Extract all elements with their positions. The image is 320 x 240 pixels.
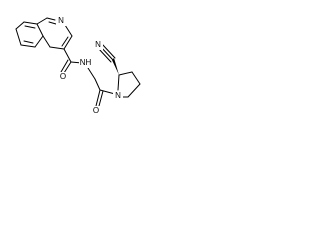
bond — [61, 36, 69, 47]
bonds — [15, 17, 141, 107]
label-mask — [113, 91, 123, 101]
bond — [48, 21, 57, 25]
bond — [97, 47, 112, 63]
bond — [15, 21, 25, 30]
bond — [36, 17, 48, 25]
nitrile-n-label: N — [95, 40, 101, 49]
bond — [101, 43, 116, 59]
label-mask — [56, 16, 66, 26]
bond — [15, 28, 22, 46]
bond — [46, 17, 56, 21]
bond — [63, 61, 72, 74]
bond — [23, 21, 38, 25]
bond — [20, 44, 36, 48]
chemical-structure-diagram: N O NH N O N — [15, 16, 141, 116]
quinoline-n-label: N — [58, 16, 64, 25]
bond — [98, 90, 104, 107]
bond — [117, 74, 120, 91]
bond — [24, 25, 36, 29]
wedge-group — [112, 58, 119, 75]
bond — [34, 35, 44, 48]
pyrrolidine-n-label: N — [115, 91, 121, 100]
bond — [23, 40, 34, 44]
bond — [95, 89, 101, 107]
ketone-oxygen-label: O — [93, 106, 99, 115]
stereo-wedge — [112, 58, 119, 75]
bond — [131, 71, 141, 85]
amide-nh-label: NH — [80, 58, 92, 67]
bond — [49, 46, 65, 50]
label-mask — [79, 58, 92, 68]
amide-oxygen-label: O — [60, 72, 66, 81]
bond — [127, 83, 141, 98]
bond — [63, 35, 73, 50]
bond — [60, 59, 69, 73]
bond — [64, 24, 73, 37]
atom-labels: N O NH N O N — [56, 16, 123, 116]
label-mask — [93, 40, 103, 50]
bond — [118, 71, 133, 76]
label-mask — [58, 72, 68, 82]
bond — [63, 48, 72, 63]
bond — [36, 23, 44, 37]
bond — [94, 78, 101, 91]
bond — [42, 35, 51, 48]
label-mask — [91, 106, 101, 116]
bond — [87, 67, 96, 80]
bond — [99, 89, 116, 95]
